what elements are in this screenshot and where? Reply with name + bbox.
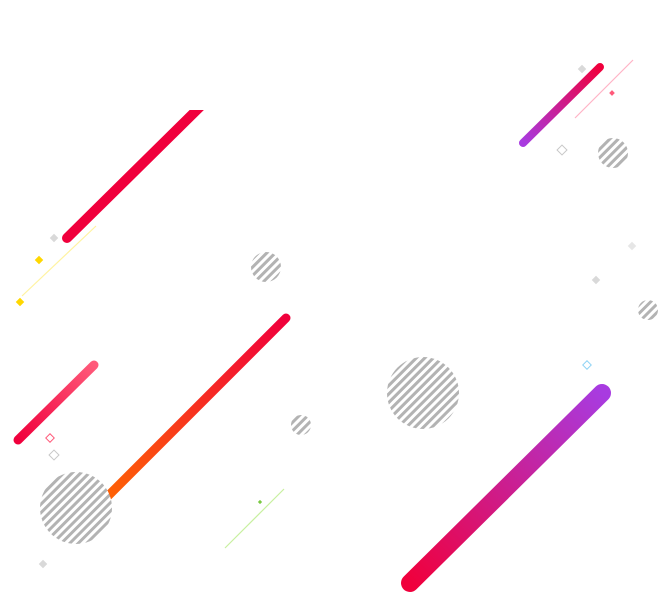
big-gradient-stroke [401, 384, 611, 592]
hatched-circle-icon [251, 252, 281, 282]
diamond-outline-icon [45, 433, 55, 443]
diamond-icon [257, 499, 263, 505]
thin-pink-line [574, 59, 634, 119]
thin-green-line [224, 488, 285, 549]
hatched-circle-icon [638, 300, 658, 320]
purple-stroke-small [519, 63, 604, 147]
diamond-icon [38, 559, 48, 569]
hatched-circle-icon [387, 357, 459, 429]
diamond-icon [591, 275, 601, 285]
pink-stroke [13, 360, 99, 445]
diamond-icon [609, 90, 615, 96]
diamond-icon [15, 297, 25, 307]
thin-yellow-line [21, 225, 97, 297]
hatched-circle-icon [40, 472, 112, 544]
diamond-icon [577, 64, 587, 74]
hatched-circle-icon [291, 415, 311, 435]
diamond-outline-icon [556, 144, 568, 156]
diamond-icon [49, 233, 59, 243]
diamond-outline-icon [48, 449, 60, 461]
red-stroke [62, 110, 204, 243]
orange-stroke [87, 313, 291, 517]
diamond-icon [627, 241, 637, 251]
hatched-circle-icon [598, 138, 628, 168]
diamond-icon [34, 255, 44, 265]
diamond-outline-icon [582, 360, 592, 370]
